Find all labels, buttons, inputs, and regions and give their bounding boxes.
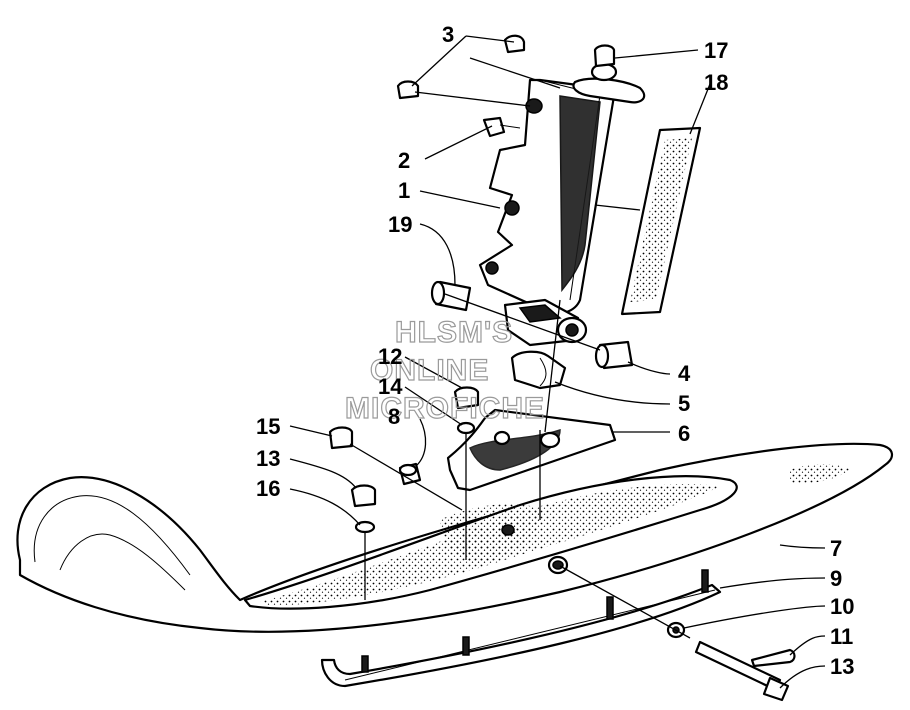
hardware bbox=[328, 34, 796, 702]
callout-13-upper: 12 bbox=[378, 344, 402, 369]
callout-16: 16 bbox=[256, 476, 280, 501]
callout-7: 7 bbox=[830, 536, 842, 561]
callout-2: 2 bbox=[398, 148, 410, 173]
callout-14: 14 bbox=[378, 374, 403, 399]
saddle-bracket bbox=[446, 408, 617, 492]
bushing-19 bbox=[430, 280, 472, 312]
callout-1: 1 bbox=[398, 178, 410, 203]
callout-6: 6 bbox=[678, 421, 690, 446]
callout-15: 15 bbox=[256, 414, 280, 439]
leader-lines bbox=[289, 35, 826, 689]
callout-18: 18 bbox=[704, 70, 728, 95]
callout-3: 3 bbox=[442, 22, 454, 47]
callout-11: 11 bbox=[830, 624, 853, 649]
callout-8: 8 bbox=[388, 404, 400, 429]
decal bbox=[620, 126, 702, 316]
watermark: HLSM'S ONLINE MICROFICHE bbox=[344, 315, 545, 425]
spindle-housing bbox=[478, 62, 646, 315]
callout-4: 4 bbox=[678, 361, 691, 386]
callout-10: 10 bbox=[830, 594, 854, 619]
wear-bar-studs bbox=[361, 569, 709, 673]
callout-13-lower: 13 bbox=[256, 446, 280, 471]
callout-19: 19 bbox=[388, 212, 412, 237]
watermark-line-3: MICROFICHE bbox=[345, 392, 545, 425]
callout-9: 9 bbox=[830, 566, 842, 591]
ski bbox=[16, 442, 893, 633]
callouts: 3 17 18 2 1 19 12 14 8 4 5 6 15 13 16 7 … bbox=[256, 22, 854, 679]
wear-bar bbox=[320, 569, 722, 688]
callout-12: 13 bbox=[830, 654, 854, 679]
callout-17: 17 bbox=[704, 38, 728, 63]
watermark-line-2: ONLINE bbox=[370, 354, 489, 387]
watermark-line-1: HLSM'S bbox=[395, 316, 513, 349]
bushing-4 bbox=[594, 340, 634, 370]
spindle-pivot bbox=[503, 298, 588, 347]
callout-5: 5 bbox=[678, 391, 690, 416]
